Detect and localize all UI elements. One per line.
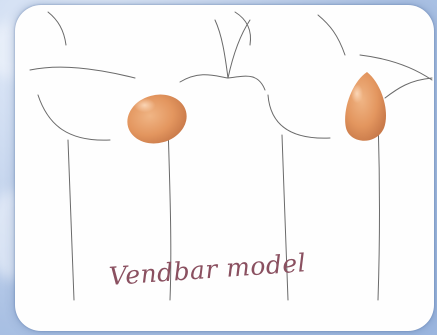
right-chest-outline xyxy=(385,78,432,98)
left-chest-outline xyxy=(38,95,110,140)
right-torso-line xyxy=(228,76,265,90)
center-arm-line xyxy=(215,20,228,78)
left-torso-line xyxy=(180,75,228,82)
center-arm-line xyxy=(228,20,250,78)
left-neck-line xyxy=(48,12,66,45)
left-side-line xyxy=(68,140,74,300)
left-shoulder-line xyxy=(30,67,135,78)
right-neck-line xyxy=(318,15,345,55)
illustration-card: Vendbar model xyxy=(15,5,434,331)
prosthesis-oval xyxy=(122,88,192,150)
right-side-line xyxy=(378,118,380,300)
right-neck-line xyxy=(235,12,250,45)
right-chest-outline xyxy=(268,95,330,138)
prosthesis-teardrop xyxy=(345,72,386,141)
